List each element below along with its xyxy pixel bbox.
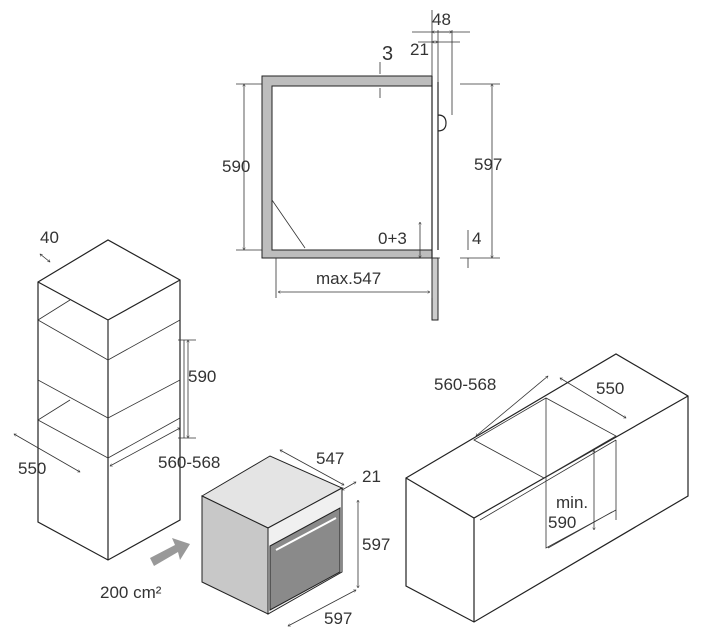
base-dim-590: 590 [548,513,576,532]
tall-dim-550: 550 [18,459,46,478]
dim-597: 597 [474,155,502,174]
tall-cabinet: 590 40 550 560-568 200 cm² [14,228,220,602]
dim-4: 4 [472,229,481,248]
dim-21: 21 [410,40,429,59]
oven-dim-21: 21 [362,467,381,486]
oven-front [431,76,447,258]
oven-handle [275,517,337,551]
extension-lines [178,339,196,439]
tall-dim-40: 40 [40,228,59,247]
tall-dim-560-568: 560-568 [158,453,220,472]
tall-cabinet-niche [37,299,181,459]
oven: 547 21 597 597 [200,449,390,628]
oven-chamfer [271,199,306,249]
section-view: 48 21 3 590 597 0+3 4 max.547 [222,10,502,321]
airflow-arrow-icon [150,538,190,566]
dim-max-547: max.547 [316,269,381,288]
dim-3: 3 [382,43,393,65]
dim-line-550 [560,377,626,419]
extension-lines [236,62,500,259]
extension-lines [275,258,433,298]
base-min-label: min. [556,493,588,512]
dim-line-550 [14,433,80,473]
dim-line-547 [280,450,344,485]
dim-line-21 [342,481,356,491]
base-cabinet-niche [473,397,617,549]
dim-0-plus-3: 0+3 [378,229,407,248]
dim-line-560-568 [476,375,548,437]
oven-dim-width-597: 597 [324,609,352,628]
base-dim-550: 550 [596,379,624,398]
tall-dim-590: 590 [188,367,216,386]
dim-48: 48 [432,10,451,29]
oven-dim-547: 547 [316,449,344,468]
oven-dim-height-597: 597 [362,535,390,554]
dim-590: 590 [222,157,250,176]
tall-cabinet-outline [37,239,181,561]
extension-lines [412,10,470,115]
dim-line-width-597 [288,590,356,626]
vent-area: 200 cm² [100,583,162,602]
base-cabinet-outline [405,353,689,623]
dim-line-560-568 [110,428,180,466]
oven-door [269,507,341,611]
base-cabinet: 560-568 550 min. 590 [405,353,689,623]
door-panel [431,257,439,321]
dim-line-40 [40,253,50,263]
base-dim-560-568: 560-568 [434,375,496,394]
